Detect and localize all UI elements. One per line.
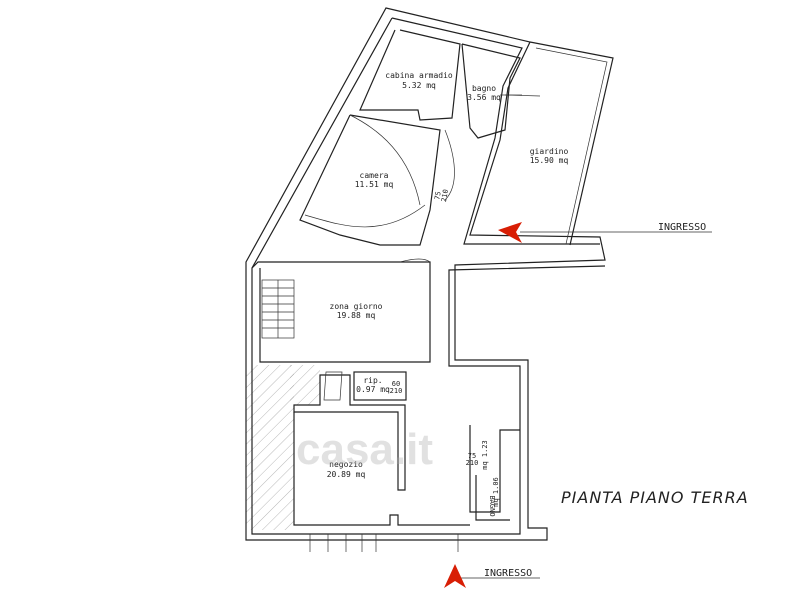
room-label-zona-giorno: zona giorno bbox=[330, 302, 383, 311]
interior-walls-upper bbox=[251, 29, 521, 363]
room-label-giardino: giardino bbox=[530, 147, 569, 156]
room-area-cabina: 5.32 mq bbox=[402, 81, 436, 90]
outer-walls bbox=[245, 7, 606, 541]
staircase bbox=[261, 279, 295, 339]
entrance-marker-bottom: INGRESSO bbox=[444, 564, 540, 588]
entrance-label-bottom: INGRESSO bbox=[484, 568, 532, 579]
watermark: casa.it bbox=[296, 425, 433, 474]
arrow-up-icon bbox=[444, 564, 466, 588]
garden-area bbox=[500, 41, 614, 246]
door-mark-camera-width: 75 bbox=[433, 191, 442, 201]
hatched-wall-strip bbox=[290, 365, 320, 405]
room-area-camera: 11.51 mq bbox=[355, 180, 394, 189]
door-mark-bagno-width: 75 bbox=[468, 452, 476, 460]
room-area-zona-giorno: 19.88 mq bbox=[337, 311, 376, 320]
entrance-marker-right: INGRESSO bbox=[498, 222, 712, 243]
entrance-label-right: INGRESSO bbox=[658, 222, 706, 233]
room-area-bagno-bottom: mq 1.06 bbox=[492, 477, 500, 507]
room-area-giardino: 15.90 mq bbox=[530, 156, 569, 165]
interior-walls-lower bbox=[293, 371, 520, 526]
plan-title: PIANTA PIANO TERRA bbox=[561, 488, 749, 507]
room-area-bagno-top: 3.56 mq bbox=[467, 93, 501, 102]
room-label-bagno-bottom: BAGNO bbox=[488, 495, 496, 516]
arrow-left-icon bbox=[498, 222, 522, 243]
shop-entrance bbox=[309, 534, 459, 552]
room-label-camera: camera bbox=[360, 171, 389, 180]
room-label-rip: rip. bbox=[363, 376, 382, 385]
room-area-negozio: 20.89 mq bbox=[327, 470, 366, 479]
room-label-bagno-top: bagno bbox=[472, 84, 496, 93]
door-mark-rip-height: 210 bbox=[390, 387, 403, 395]
room-label-cabina: cabina armadio bbox=[385, 71, 453, 80]
door-mark-camera-height: 210 bbox=[440, 189, 450, 203]
hatched-wall-left bbox=[246, 365, 294, 530]
room-area-anti-bagno: mq 1.23 bbox=[481, 440, 489, 470]
room-label-negozio: negozio bbox=[329, 460, 363, 469]
door-mark-rip-width: 60 bbox=[392, 380, 400, 388]
room-area-rip: 0.97 mq bbox=[356, 385, 390, 394]
door-mark-bagno-height: 210 bbox=[466, 459, 479, 467]
